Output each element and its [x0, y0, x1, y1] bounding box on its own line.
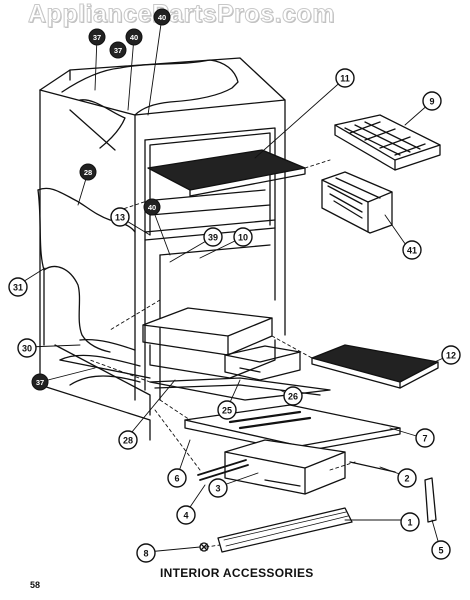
callout-label: 5	[438, 546, 443, 556]
callout-label: 30	[22, 344, 32, 354]
callout-39: 39	[203, 227, 223, 247]
callout-label: 3	[215, 484, 220, 494]
callout-label: 25	[222, 406, 232, 416]
callout-8: 8	[136, 543, 156, 563]
callout-label: 41	[407, 246, 417, 256]
callout-label: 28	[123, 436, 133, 446]
callout-13: 13	[110, 207, 130, 227]
glass-shelf	[311, 344, 439, 389]
callout-small-37: 37	[109, 41, 127, 59]
callout-label: 10	[238, 233, 248, 243]
crisper-pan	[142, 307, 301, 381]
callout-small-40: 40	[153, 8, 171, 26]
callout-41: 41	[402, 240, 422, 260]
callout-9: 9	[422, 91, 442, 111]
callout-small-40: 40	[143, 198, 161, 216]
callout-layer: 11 9 41 12 7 2 1 5 10 39 13 31 30 28 25 26 6 3 4 8	[8, 68, 461, 563]
diagram-caption: INTERIOR ACCESSORIES	[160, 566, 314, 580]
callout-7: 7	[415, 428, 435, 448]
callout-label: 9	[429, 97, 434, 107]
callout-small-label: 40	[158, 13, 166, 22]
callout-1: 1	[400, 512, 420, 532]
callout-small-label: 37	[114, 46, 122, 55]
callout-30: 30	[17, 338, 37, 358]
callout-10: 10	[233, 227, 253, 247]
callout-label: 2	[404, 474, 409, 484]
callout-label: 7	[422, 434, 427, 444]
callout-label: 4	[183, 511, 188, 521]
dashed-guide-lines	[89, 159, 356, 548]
callout-small-37: 37	[88, 28, 106, 46]
callout-4: 4	[176, 505, 196, 525]
callout-2: 2	[397, 468, 417, 488]
callout-small-28: 28	[79, 163, 97, 181]
ice-cube-tray	[334, 114, 441, 171]
callout-small-label: 37	[36, 378, 44, 387]
lower-drawer	[224, 439, 396, 495]
slide-rail	[197, 459, 249, 481]
callout-label: 6	[174, 474, 179, 484]
page-number: 58	[30, 580, 41, 590]
callout-label: 11	[340, 74, 350, 84]
callout-small-label: 40	[148, 203, 156, 212]
callout-25: 25	[217, 400, 237, 420]
callout-5: 5	[431, 540, 451, 560]
callout-label: 1	[407, 518, 412, 528]
small-label-layer: 37 40 40 28 40 37 37	[31, 8, 171, 391]
callout-11: 11	[335, 68, 355, 88]
watermark-logo: AppliancePartsPros.com	[28, 0, 335, 29]
callout-small-37: 37	[31, 373, 49, 391]
callout-small-40: 40	[125, 28, 143, 46]
freezer-shelf	[147, 149, 306, 197]
callout-26: 26	[283, 386, 303, 406]
callout-small-label: 28	[84, 168, 92, 177]
cabinet-body	[37, 57, 286, 441]
callout-6: 6	[167, 468, 187, 488]
callout-label: 31	[13, 283, 23, 293]
callout-small-label: 37	[93, 33, 101, 42]
callout-3: 3	[208, 478, 228, 498]
callout-label: 39	[208, 233, 218, 243]
callout-label: 12	[446, 351, 456, 361]
callout-small-label: 40	[130, 33, 138, 42]
kick-plate-grille	[217, 507, 353, 553]
callout-28: 28	[118, 430, 138, 450]
shelf-cover	[149, 377, 331, 401]
callout-12: 12	[441, 345, 461, 365]
callout-31: 31	[8, 277, 28, 297]
ice-maker-bin	[321, 171, 393, 234]
callout-label: 8	[143, 549, 148, 559]
callout-label: 26	[288, 392, 298, 402]
callout-label: 13	[115, 213, 125, 223]
leader-lines	[17, 16, 449, 553]
leveler-leg	[424, 477, 437, 523]
